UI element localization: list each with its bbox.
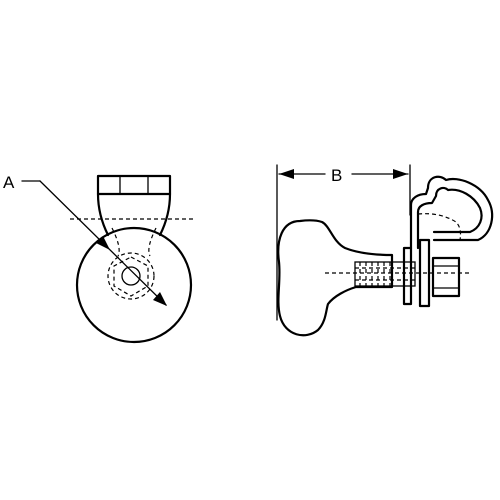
knob-handle <box>277 219 394 337</box>
dimension-label-b: B <box>331 166 342 185</box>
washer <box>402 246 413 306</box>
arrowhead <box>153 292 167 306</box>
knob-circle <box>75 226 193 344</box>
hidden-tube <box>417 213 462 241</box>
clamp-plate <box>418 238 431 308</box>
side-view: B <box>276 164 494 337</box>
clamp-loop-inner <box>416 186 483 250</box>
thread-hatching <box>355 262 415 286</box>
nut <box>431 256 461 298</box>
end-view: A <box>3 173 194 344</box>
dimension-label-a: A <box>3 173 15 192</box>
hidden-hub <box>107 252 155 300</box>
arrowhead <box>393 169 408 179</box>
arrowhead <box>96 236 110 250</box>
hub-center <box>121 266 141 286</box>
bracket-left-side <box>96 192 110 237</box>
clamp-loop <box>409 175 494 250</box>
threaded-stud <box>354 261 416 287</box>
arrowhead <box>279 169 294 179</box>
bracket-right-side <box>158 192 172 237</box>
bracket-top <box>96 174 172 196</box>
hidden-hex <box>113 256 149 297</box>
hidden-neck <box>111 227 157 257</box>
